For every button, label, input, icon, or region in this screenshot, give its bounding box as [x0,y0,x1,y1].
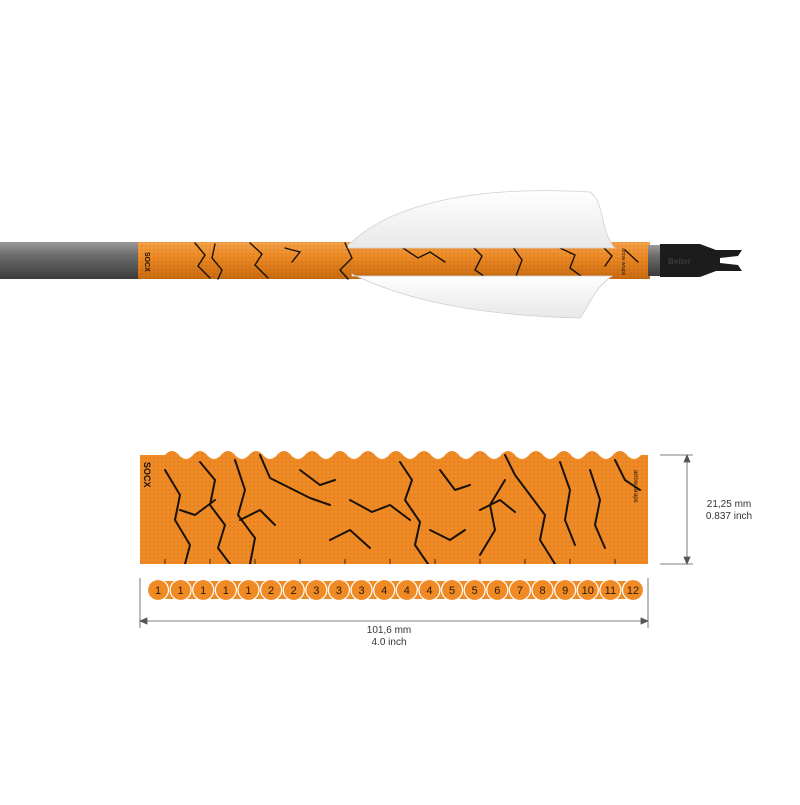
arrow-wrap-cracks [194,242,639,280]
height-mm-text: 21,25 mm [706,499,752,510]
strip-number: 3 [359,585,365,597]
width-mm-text: 101,6 mm [366,625,412,636]
width-dimension [138,578,650,628]
strip-circle [373,578,396,602]
wrap-flat-brand: SOCX [142,462,152,488]
wrap-flat-sub: arrow wraps [632,470,638,503]
strip-circle [531,578,554,602]
arrow-wrap-sub: arrow wraps [620,248,626,276]
wrap-flat: SOCX arrow wraps [140,451,648,564]
strip-circle [259,578,283,602]
wrap-flat-dots [140,451,648,564]
strip-circle [169,578,192,602]
strip-circle [192,578,215,602]
strip-circle [327,578,351,602]
strip-number: 1 [155,585,161,597]
nock-brand: Beiter [668,257,691,266]
strip-number: 2 [268,585,274,597]
strip-number: 7 [517,585,523,597]
strip-circle [599,578,622,602]
strip-circle [508,578,532,602]
wrap-flat-ruler [164,559,616,564]
strip-number: 1 [178,585,184,597]
strip-circle [237,578,260,602]
arrow-wrap-brand: SOCX [143,252,150,272]
strip-circle [350,578,373,602]
width-dimension-label: 101,6 mm 4.0 inch [344,625,434,649]
strip-circle [418,578,441,602]
strip-number: 1 [245,585,251,597]
strip-number: 8 [539,585,545,597]
height-dimension [660,453,693,566]
height-inch-text: 0.837 inch [705,511,753,522]
strip-number: 4 [381,585,387,597]
strip-circle [395,578,418,602]
strip-circle [305,578,328,602]
strip-circle [486,578,509,602]
strip-number: 5 [449,585,455,597]
arrow-shaft [0,242,140,279]
strip-circle [146,578,170,602]
strip-circle [554,578,577,602]
strip-number: 9 [562,585,568,597]
strip-number: 1 [200,585,206,597]
strip-number: 2 [291,585,297,597]
strip-number: 4 [404,585,410,597]
vane-top [347,190,616,249]
strip-circle [214,578,237,602]
strip-number: 10 [582,585,594,597]
strip-number: 3 [336,585,342,597]
strip-circle [576,578,599,602]
vane-bottom [351,273,614,319]
arrow-shaft-end [648,245,660,276]
strip-number: 11 [605,585,616,597]
strip-circle [621,578,645,602]
arrow: SOCX arrow wraps Beiter [0,190,742,319]
height-dimension-label: 21,25 mm 0.837 inch [684,499,774,523]
strip-number: 6 [494,585,500,597]
nock-icon [660,244,742,277]
width-inch-text: 4.0 inch [371,637,407,648]
strip-circle [282,578,305,602]
strip-number: 3 [313,585,319,597]
strip-number: 4 [426,585,432,597]
wrap-flat-cracks [164,454,641,564]
strip-number: 1 [223,585,229,597]
strip-number: 5 [472,585,478,597]
strip-circle [463,578,486,602]
strip-circle [440,578,464,602]
strip-number: 12 [627,585,639,597]
